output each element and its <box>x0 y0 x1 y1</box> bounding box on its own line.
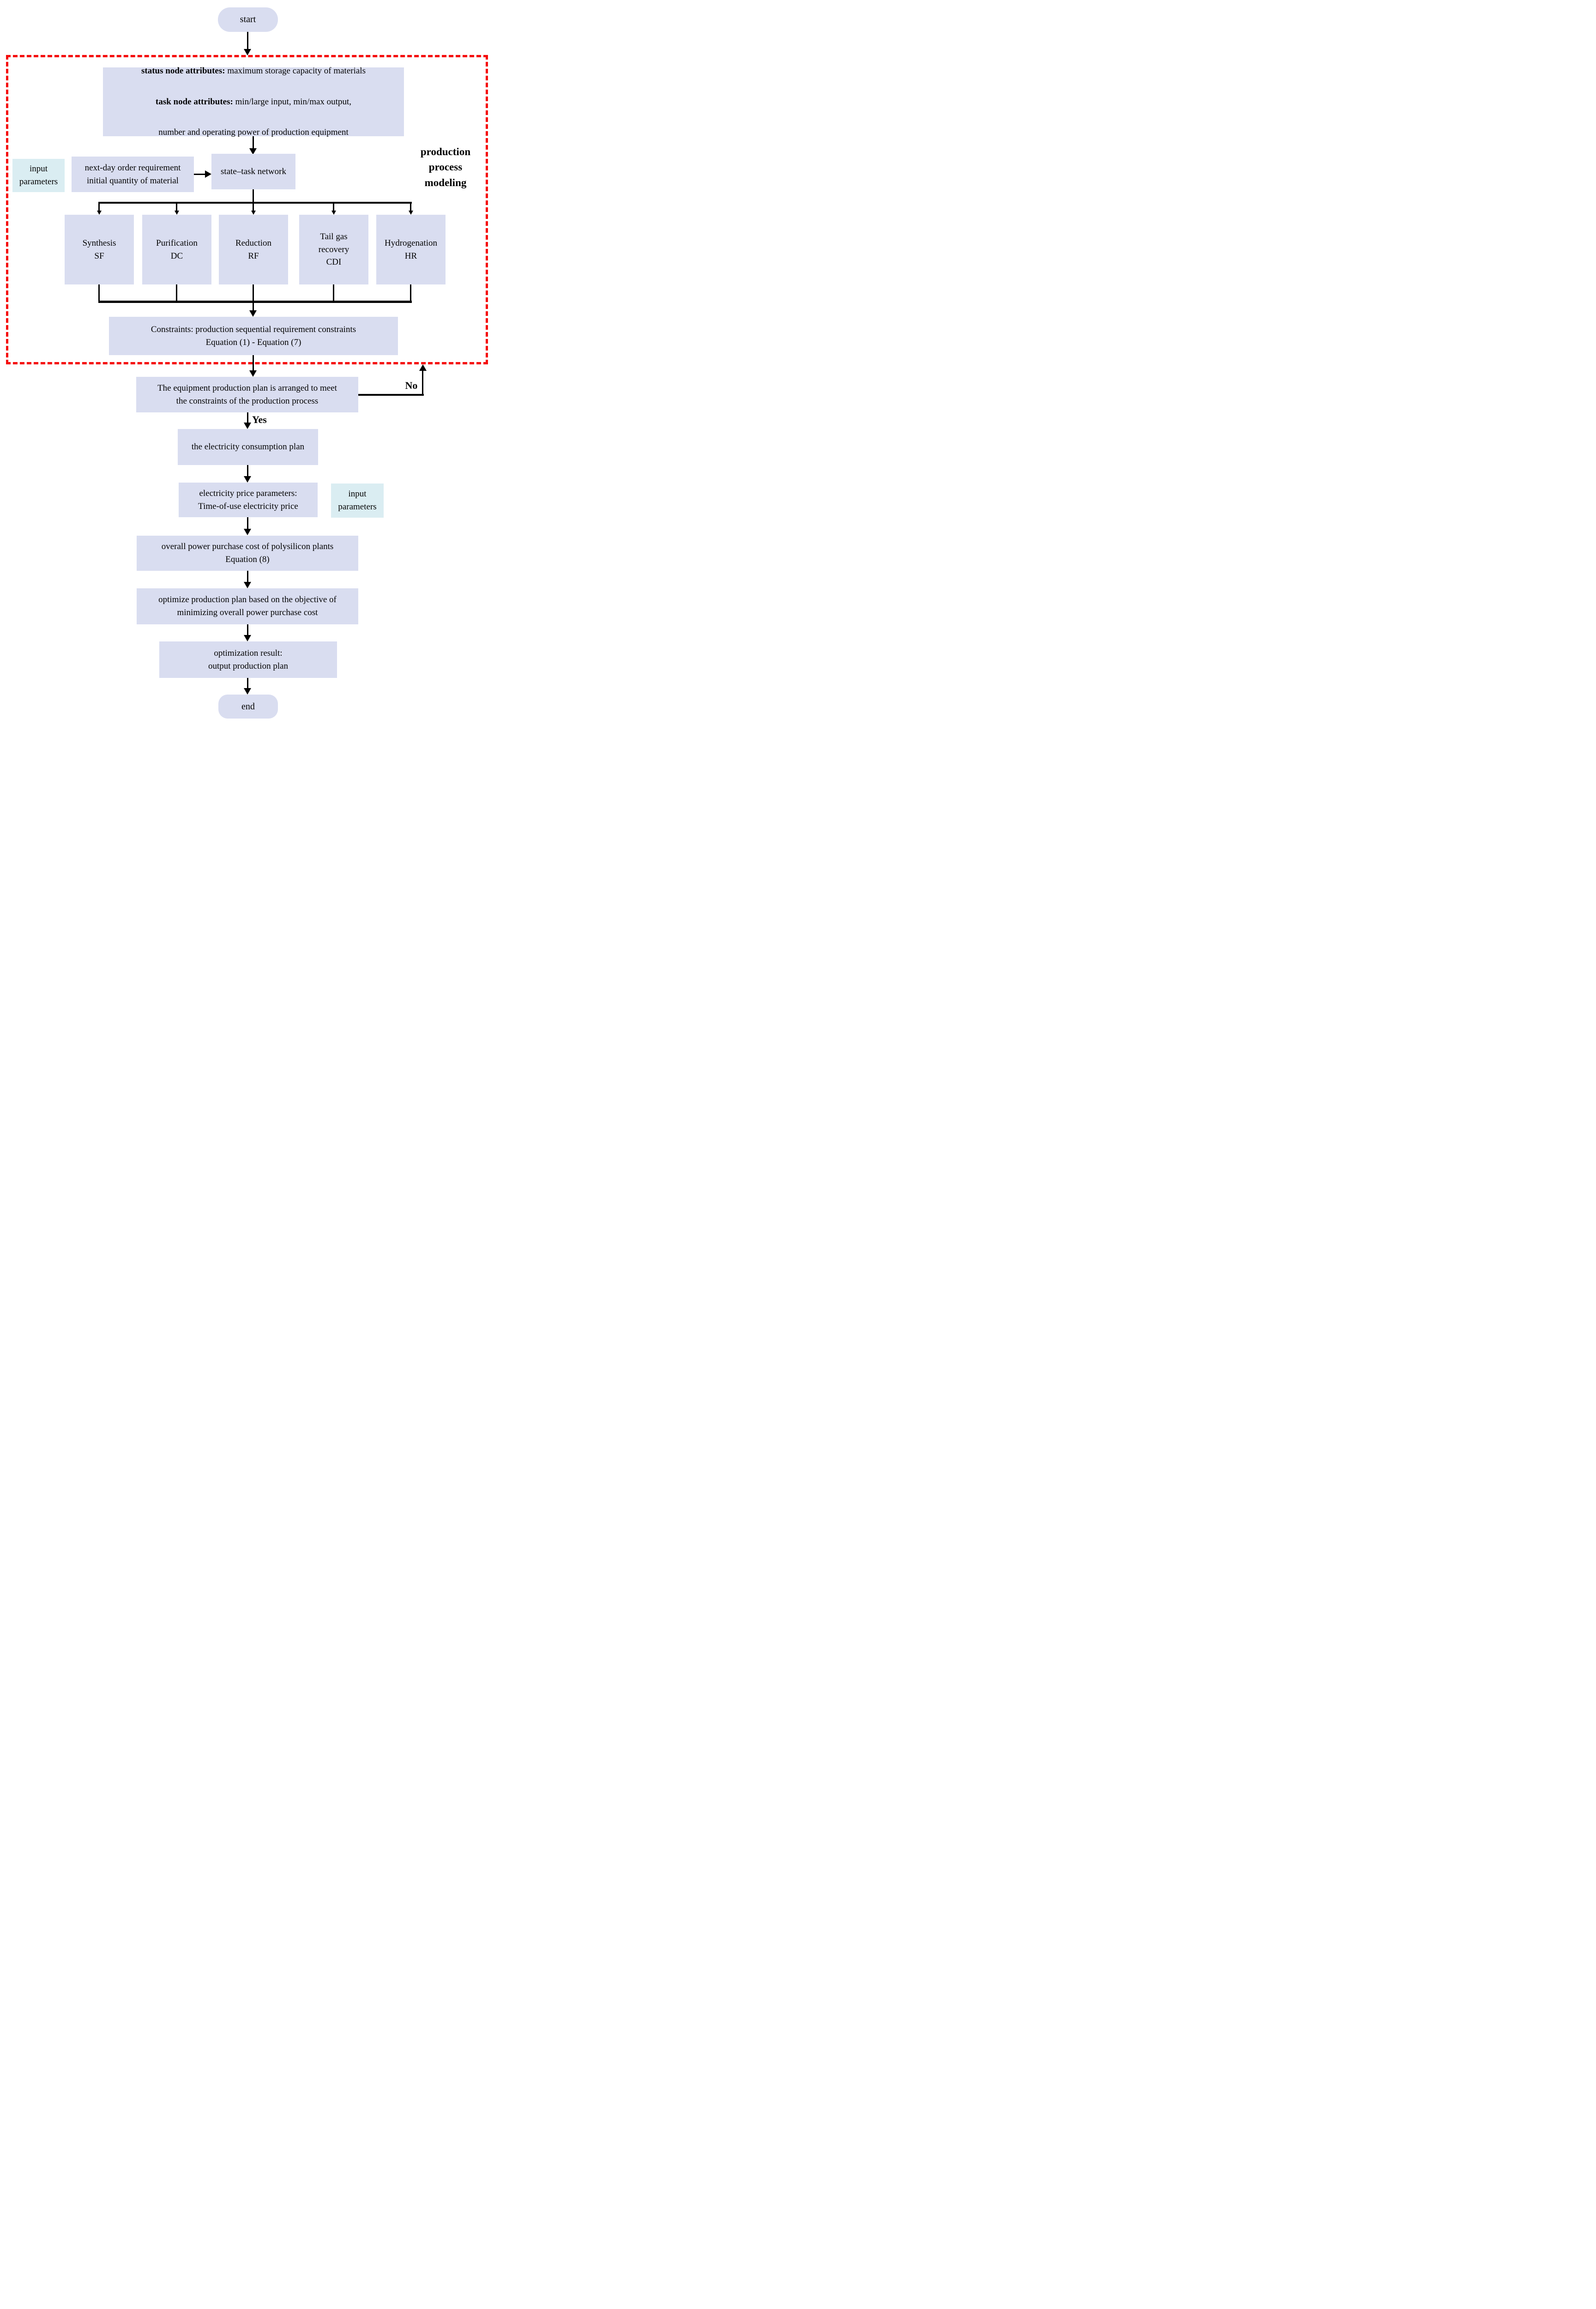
stub-top-rf <box>253 204 254 211</box>
task-node-purification: Purification DC <box>142 215 211 284</box>
connector-no-vertical <box>422 370 423 395</box>
attributes-line2: task node attributes: min/large input, m… <box>156 97 351 107</box>
arrowhead-top-hr <box>409 211 413 215</box>
arrowhead-top-cdi <box>331 211 336 215</box>
arrowhead-top-dc <box>175 211 179 215</box>
node-electricity-consumption: the electricity consumption plan <box>178 429 318 465</box>
node-result: optimization result: output production p… <box>159 641 337 678</box>
arrowhead-result-end <box>244 688 251 695</box>
connector-branch-constraints <box>253 301 254 311</box>
node-equipment-check: The equipment production plan is arrange… <box>136 377 358 412</box>
node-electricity-price: electricity price parameters: Time-of-us… <box>179 483 318 517</box>
stub-top-dc <box>176 204 177 211</box>
node-input-parameters-top: input parameters <box>12 159 65 192</box>
connector-stn-branch <box>253 189 254 203</box>
stub-bottom-hr <box>410 284 411 301</box>
node-overall-cost: overall power purchase cost of polysilic… <box>137 536 358 571</box>
stub-bottom-sf <box>98 284 100 301</box>
region-label: production process modeling <box>420 146 471 188</box>
branch-line-top <box>98 202 412 204</box>
stub-top-cdi <box>333 204 334 211</box>
arrowhead-branch-constraints <box>249 310 257 317</box>
node-constraints: Constraints: production sequential requi… <box>109 317 398 355</box>
attributes-line1: status node attributes: maximum storage … <box>141 66 366 76</box>
connector-yes <box>247 412 248 423</box>
arrowhead-no-up <box>419 364 427 371</box>
connector-constraints-equipment <box>253 355 254 370</box>
arrowhead-attributes-stn <box>249 148 257 155</box>
stub-bottom-dc <box>176 284 177 301</box>
connector-order-stn <box>194 174 206 175</box>
no-label: No <box>405 380 418 391</box>
arrowhead-consumption-price <box>244 476 251 483</box>
yes-label: Yes <box>252 414 267 425</box>
task-node-synthesis: Synthesis SF <box>65 215 134 284</box>
arrowhead-optimize-result <box>244 635 251 641</box>
stub-top-sf <box>98 204 100 211</box>
connector-overall-optimize <box>247 571 248 582</box>
arrowhead-price-overall <box>244 529 251 535</box>
stub-bottom-rf <box>253 284 254 301</box>
arrowhead-yes <box>244 423 251 429</box>
node-input-parameters-bottom: input parameters <box>331 484 384 518</box>
connector-no-horizontal <box>358 394 424 396</box>
flowchart-canvas: start status node attributes: maximum st… <box>0 0 499 726</box>
node-optimize: optimize production plan based on the ob… <box>137 588 358 624</box>
connector-result-end <box>247 678 248 689</box>
node-attributes: status node attributes: maximum storage … <box>103 66 404 137</box>
attributes-text: status node attributes: maximum storage … <box>141 48 366 156</box>
node-next-day-order: next-day order requirement initial quant… <box>72 157 194 192</box>
start-node: start <box>218 7 278 32</box>
connector-optimize-result <box>247 624 248 635</box>
production-process-modeling-region <box>6 55 488 364</box>
attributes-line3: number and operating power of production… <box>158 127 349 138</box>
task-node-reduction: Reduction RF <box>219 215 288 284</box>
connector-price-overall <box>247 517 248 529</box>
arrowhead-constraints-equipment <box>249 370 257 377</box>
node-state-task-network: state–task network <box>211 154 295 189</box>
arrowhead-overall-optimize <box>244 582 251 588</box>
arrowhead-start-region <box>244 49 251 55</box>
stub-bottom-cdi <box>333 284 334 301</box>
arrowhead-top-rf <box>251 211 256 215</box>
task-node-tail-gas-recovery: Tail gas recovery CDI <box>299 215 368 284</box>
arrowhead-top-sf <box>97 211 102 215</box>
branch-line-bottom <box>98 301 412 303</box>
end-node: end <box>218 695 278 719</box>
connector-start-region <box>247 32 248 49</box>
connector-consumption-price <box>247 465 248 477</box>
stub-top-hr <box>410 204 411 211</box>
arrowhead-order-stn <box>205 170 211 178</box>
connector-attributes-stn <box>253 136 254 148</box>
task-node-hydrogenation: Hydrogenation HR <box>376 215 446 284</box>
